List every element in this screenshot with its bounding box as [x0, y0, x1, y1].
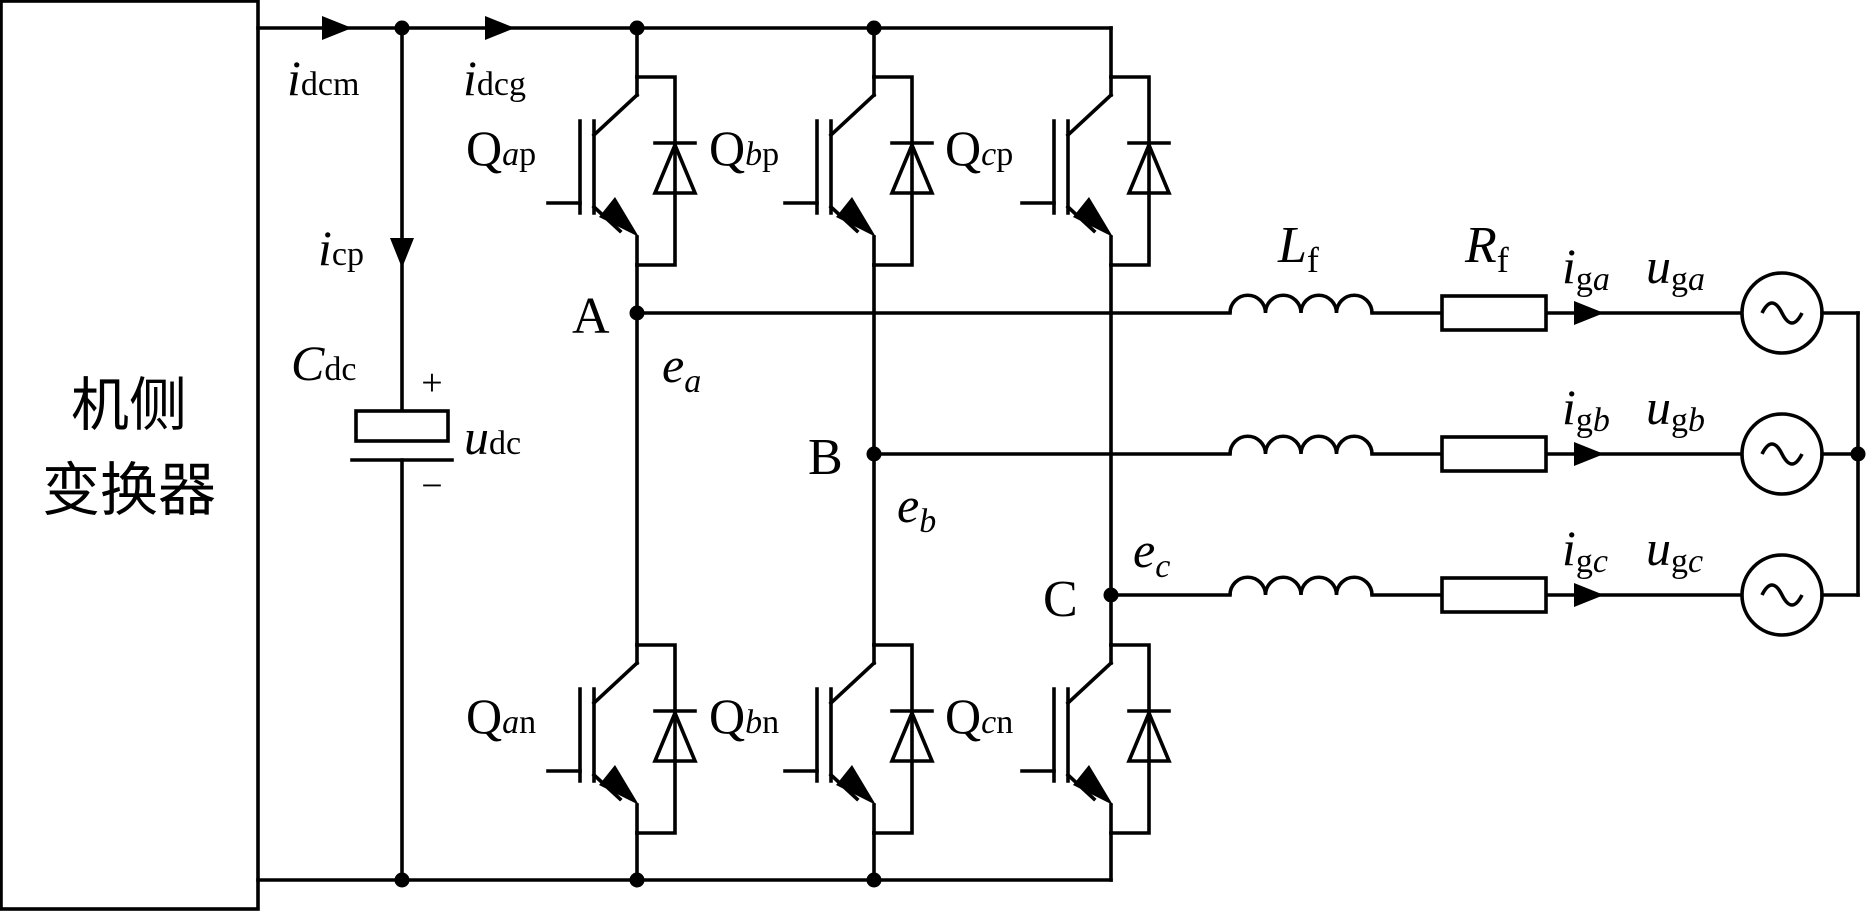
label-r-f: Rf: [1464, 217, 1509, 280]
label-node-c: C: [1043, 571, 1078, 628]
capacitor-minus-sign: −: [421, 465, 442, 507]
i-cp-arrow: [390, 238, 414, 268]
label-node-a: A: [572, 288, 610, 345]
label-e-c: ec: [1133, 522, 1170, 585]
label-i-dcg: idcg: [463, 50, 526, 106]
label-q-an: Qan: [466, 688, 536, 744]
inductor-b: [1228, 434, 1374, 455]
label-i-gb: igb: [1562, 379, 1610, 439]
label-i-dcm: idcm: [287, 50, 359, 106]
igbt-switch-cn: [1020, 643, 1172, 835]
label-q-bp: Qbp: [709, 120, 779, 176]
igbt-switch-bn: [783, 643, 935, 835]
label-q-bn: Qbn: [709, 688, 779, 744]
label-e-b: eb: [897, 477, 936, 540]
igbt-switch-ap: [546, 75, 698, 267]
machine-side-converter-box: [0, 0, 260, 911]
label-l-f: Lf: [1277, 217, 1319, 280]
i-gc-arrow: [1574, 583, 1604, 607]
resistor-a: [1440, 294, 1548, 332]
i-ga-arrow: [1574, 301, 1604, 325]
label-q-ap: Qap: [466, 120, 536, 176]
label-i-cp: icp: [318, 220, 364, 276]
resistor-c: [1440, 576, 1548, 614]
i-dcm-arrow: [322, 16, 352, 40]
label-c-dc: Cdc: [291, 335, 356, 391]
i-dcg-arrow: [485, 16, 515, 40]
inductor-c: [1228, 575, 1374, 596]
igbt-switch-an: [546, 643, 698, 835]
neutral-connection: [1820, 311, 1866, 597]
converter-label-line2: 变换器: [42, 456, 216, 524]
node-a-dot: [629, 305, 645, 321]
i-gb-arrow: [1574, 442, 1604, 466]
node-c-dot: [1103, 587, 1119, 603]
label-u-gc: ugc: [1646, 520, 1703, 580]
grid-source-a: [1740, 271, 1824, 355]
label-node-b: B: [808, 429, 843, 486]
converter-label-line1: 机侧: [71, 371, 187, 439]
node-b-dot: [866, 446, 882, 462]
label-u-ga: uga: [1646, 238, 1705, 298]
label-u-gb: ugb: [1646, 379, 1705, 439]
inductor-a: [1228, 293, 1374, 314]
grid-source-c: [1740, 553, 1824, 637]
label-e-a: ea: [662, 337, 701, 400]
igbt-switch-cp: [1020, 75, 1172, 267]
capacitor-plus-sign: +: [421, 362, 442, 404]
grid-source-b: [1740, 412, 1824, 496]
label-q-cn: Qcn: [945, 688, 1013, 744]
label-q-cp: Qcp: [945, 120, 1013, 176]
label-i-gc: igc: [1562, 520, 1608, 580]
label-u-dc: udc: [464, 409, 521, 465]
resistor-b: [1440, 435, 1548, 473]
igbt-switch-bp: [783, 75, 935, 267]
dc-link-capacitor: [350, 26, 454, 882]
label-i-ga: iga: [1562, 238, 1610, 298]
